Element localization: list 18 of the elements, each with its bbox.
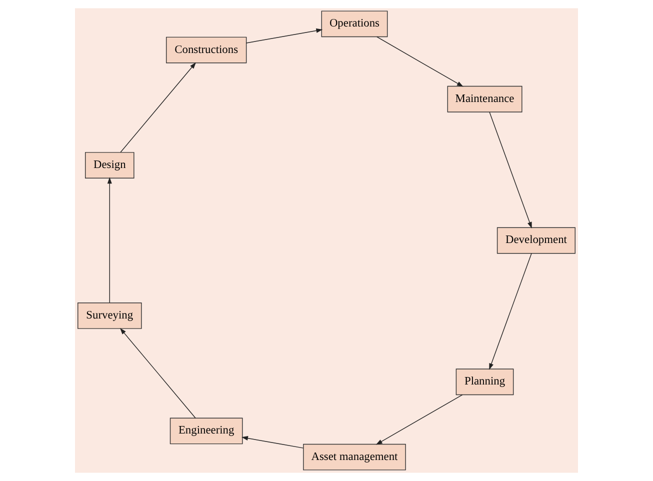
- arrow: [242, 436, 304, 448]
- node-box: Operations: [321, 10, 388, 38]
- arrow: [376, 394, 463, 445]
- node-box: Design: [85, 152, 134, 178]
- arrow: [107, 177, 112, 303]
- node-box: Asset management: [303, 444, 406, 470]
- arrow: [120, 62, 196, 153]
- arrow: [489, 112, 532, 228]
- node-box: Surveying: [78, 302, 142, 329]
- node-box: Planning: [456, 368, 514, 396]
- arrow: [120, 328, 196, 418]
- node-box: Development: [496, 227, 576, 254]
- arrow: [246, 28, 323, 44]
- node-box: Maintenance: [447, 86, 522, 112]
- node-box: Engineering: [170, 418, 243, 444]
- arrow: [376, 36, 464, 87]
- arrow: [489, 253, 532, 370]
- node-box: Constructions: [166, 36, 247, 64]
